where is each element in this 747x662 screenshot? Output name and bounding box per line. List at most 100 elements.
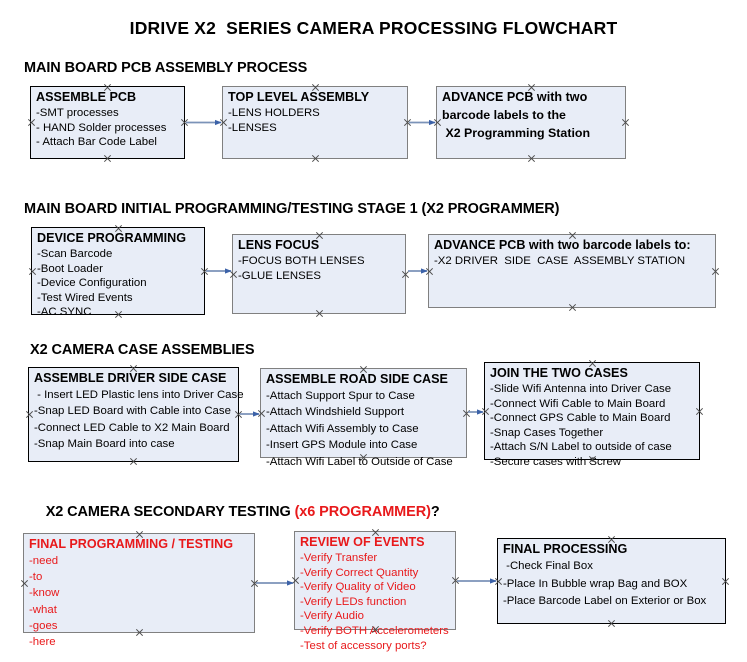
connection-handle-bottom[interactable] — [527, 154, 536, 163]
section-heading-4-main: X2 CAMERA SECONDARY TESTING — [45, 504, 295, 520]
node-advance-pcb-driver-side[interactable]: ADVANCE PCB with two barcode labels to: … — [428, 234, 716, 308]
node-join-the-two-cases[interactable]: JOIN THE TWO CASES -Slide Wifi Antenna i… — [481, 359, 700, 468]
node-title: ASSEMBLE ROAD SIDE CASE — [266, 372, 448, 386]
connection-handle-top[interactable] — [315, 231, 324, 240]
connection-handle-top[interactable] — [114, 224, 123, 233]
connection-handle-right[interactable] — [234, 410, 243, 419]
connection-handle-right[interactable] — [695, 407, 704, 416]
node-assemble-driver-side-case[interactable]: ASSEMBLE DRIVER SIDE CASE - Insert LED P… — [25, 364, 244, 462]
node-title: REVIEW OF EVENTS — [300, 535, 425, 549]
section-heading-4: X2 CAMERA SECONDARY TESTING (x6 PROGRAMM… — [30, 488, 440, 536]
node-line: -Scan Barcode — [37, 248, 113, 260]
connection-handle-left[interactable] — [433, 118, 442, 127]
connection-handle-bottom[interactable] — [129, 457, 138, 466]
node-title: ADVANCE PCB with two barcode labels to: — [434, 238, 691, 252]
connection-handle-bottom[interactable] — [135, 628, 144, 637]
node-line: -SMT processes — [36, 107, 119, 119]
connection-handle-bottom[interactable] — [311, 154, 320, 163]
connection-handle-bottom[interactable] — [568, 303, 577, 312]
connection-handle-top[interactable] — [103, 83, 112, 92]
connection-handle-top[interactable] — [135, 530, 144, 539]
node-line: -LENS HOLDERS — [228, 107, 320, 119]
node-line: -Verify Audio — [300, 610, 364, 623]
connection-handle-left[interactable] — [25, 410, 34, 419]
connection-handle-right[interactable] — [401, 270, 410, 279]
connection-handle-left[interactable] — [229, 270, 238, 279]
node-line: -Boot Loader — [37, 262, 103, 275]
connection-handle-top[interactable] — [359, 365, 368, 374]
node-line: barcode labels to the — [442, 108, 566, 122]
connection-handle-bottom[interactable] — [607, 619, 616, 628]
connection-handle-left[interactable] — [27, 118, 36, 127]
connection-handle-left[interactable] — [425, 267, 434, 276]
node-line: -Verify BOTH Accelerometers — [300, 624, 449, 637]
connection-handle-bottom[interactable] — [315, 309, 324, 318]
connection-handle-left[interactable] — [28, 267, 37, 276]
node-line: -goes — [29, 619, 58, 632]
connection-handle-top[interactable] — [371, 528, 380, 537]
node-line: -Attach S/N Label to outside of case — [490, 441, 672, 454]
node-line: -X2 DRIVER SIDE CASE ASSEMBLY STATION — [434, 255, 686, 267]
connection-handle-right[interactable] — [462, 409, 471, 418]
connection-handle-right[interactable] — [200, 267, 209, 276]
section-heading-4-accent: (x6 PROGRAMMER) — [294, 504, 431, 520]
node-line: -Verify Quality of Video — [300, 581, 416, 594]
connection-handle-top[interactable] — [607, 535, 616, 544]
connection-handle-left[interactable] — [219, 118, 228, 127]
node-advance-pcb-station[interactable]: ADVANCE PCB with two barcode labels to t… — [436, 86, 626, 159]
connection-handle-right[interactable] — [711, 267, 720, 276]
connection-handle-right[interactable] — [180, 118, 189, 127]
node-line: -Snap Main Board into case — [34, 438, 175, 451]
node-line: -know — [29, 587, 60, 600]
connection-handle-left[interactable] — [291, 576, 300, 585]
node-line: -AC SYNC — [37, 306, 92, 319]
node-line: -Insert GPS Module into Case — [266, 439, 418, 452]
connection-handle-top[interactable] — [588, 359, 597, 368]
connection-handle-top[interactable] — [311, 83, 320, 92]
node-line: -Verify LEDs function — [300, 595, 407, 608]
node-review-of-events[interactable]: REVIEW OF EVENTS -Verify Transfer -Verif… — [291, 528, 456, 652]
section-heading-4-tail: ? — [430, 504, 440, 520]
connection-handle-left[interactable] — [20, 579, 29, 588]
node-lens-focus[interactable]: LENS FOCUS -FOCUS BOTH LENSES -GLUE LENS… — [232, 234, 406, 314]
node-assemble-pcb[interactable]: ASSEMBLE PCB -SMT processes - HAND Solde… — [30, 86, 185, 159]
node-line: - Insert LED Plastic lens into Driver Ca… — [34, 389, 244, 401]
connection-handle-bottom[interactable] — [371, 625, 380, 634]
connection-handle-top[interactable] — [129, 364, 138, 373]
connection-handle-right[interactable] — [451, 576, 460, 585]
connection-handle-top[interactable] — [527, 83, 536, 92]
node-line: -Snap Cases Together — [490, 426, 604, 439]
node-top-level-assembly[interactable]: TOP LEVEL ASSEMBLY -LENS HOLDERS -LENSES — [222, 86, 408, 159]
node-line: -Attach Wifi Assembly to Case — [266, 422, 419, 435]
node-line-overflow: -Test of accessory ports? — [300, 639, 427, 652]
node-line: -Attach Windshield Support — [266, 406, 405, 419]
connection-handle-bottom[interactable] — [359, 453, 368, 462]
connection-handle-left[interactable] — [257, 409, 266, 418]
node-line: -Snap LED Board with Cable into Case — [34, 405, 231, 418]
connection-handle-right[interactable] — [721, 577, 730, 586]
connection-handle-top[interactable] — [568, 231, 577, 240]
node-title: JOIN THE TWO CASES — [490, 366, 628, 380]
node-line: -here — [29, 636, 56, 649]
page-title: IDRIVE X2 SERIES CAMERA PROCESSING FLOWC… — [129, 18, 618, 38]
node-line: -FOCUS BOTH LENSES — [238, 255, 365, 267]
node-line: -Secure cases with Screw — [490, 455, 622, 468]
node-assemble-road-side-case[interactable]: ASSEMBLE ROAD SIDE CASE -Attach Support … — [257, 365, 467, 468]
connection-handle-left[interactable] — [494, 577, 503, 586]
connection-handle-bottom[interactable] — [588, 455, 597, 464]
connection-handle-bottom[interactable] — [114, 310, 123, 319]
section-heading-3: X2 CAMERA CASE ASSEMBLIES — [30, 342, 255, 358]
node-line: -Connect LED Cable to X2 Main Board — [34, 421, 230, 434]
node-final-processing[interactable]: FINAL PROCESSING -Check Final Box -Place… — [497, 538, 726, 624]
connection-handle-right[interactable] — [250, 579, 259, 588]
connection-handle-left[interactable] — [481, 407, 490, 416]
node-line: -Connect GPS Cable to Main Board — [490, 412, 671, 425]
node-device-programming[interactable]: DEVICE PROGRAMMING -Scan Barcode -Boot L… — [28, 224, 205, 318]
connection-handle-right[interactable] — [403, 118, 412, 127]
node-line: -GLUE LENSES — [238, 269, 321, 282]
node-final-programming-testing[interactable]: FINAL PROGRAMMING / TESTING -need -to -k… — [20, 530, 255, 648]
node-line: -to — [29, 571, 43, 584]
connection-handle-right[interactable] — [621, 118, 630, 127]
connection-handle-bottom[interactable] — [103, 154, 112, 163]
